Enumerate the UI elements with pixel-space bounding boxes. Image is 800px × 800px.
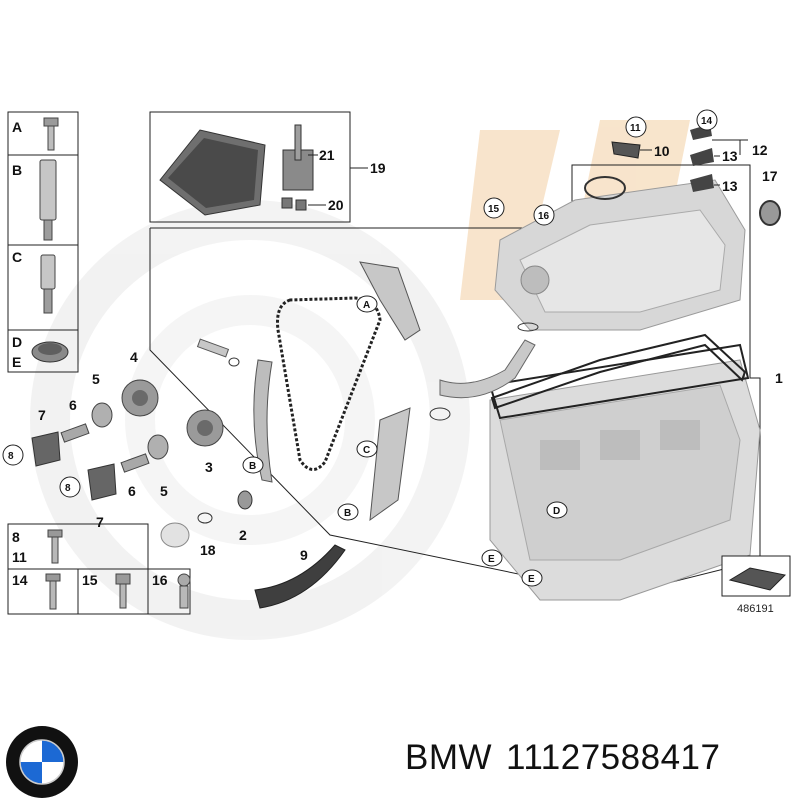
bracket-7a — [31, 431, 61, 467]
fastener-label-14: 14 — [12, 572, 28, 588]
brand-name: BMW — [405, 738, 493, 777]
part-label-2: 2 — [239, 527, 247, 543]
cylinder-head-cover — [494, 179, 746, 331]
stud-b-icon — [39, 159, 57, 241]
bolt-a-icon — [43, 117, 59, 151]
fastener-label-11: 11 — [12, 549, 27, 565]
seal-2 — [237, 490, 253, 510]
ball-stud-16-icon — [177, 573, 191, 609]
circled-15: 15 — [488, 204, 500, 215]
part-13a-icon — [690, 148, 714, 166]
tensioner-rail — [253, 359, 273, 483]
part-10-icon — [611, 141, 641, 159]
part-label-7a: 7 — [38, 407, 46, 423]
callout-c: C — [363, 445, 370, 456]
hose-upper — [439, 339, 536, 399]
legend-label-c: C — [12, 249, 22, 265]
callout-b2: B — [344, 508, 351, 519]
legend-column: A B C D E — [7, 111, 79, 373]
bolt-6b — [120, 453, 150, 473]
legend-label-a: A — [12, 119, 22, 135]
circled-14: 14 — [701, 116, 713, 127]
fastener-legend: 8 11 14 15 16 — [7, 523, 191, 615]
sensor-wheel-5a — [91, 402, 113, 428]
part-label-7b: 7 — [96, 514, 104, 530]
engine-block — [488, 343, 761, 601]
legend-label-b: B — [12, 162, 22, 178]
upper-guide — [359, 261, 421, 341]
part-13b-icon — [690, 174, 714, 192]
fastener-label-16: 16 — [152, 572, 168, 588]
bolt-6a — [60, 423, 90, 443]
part-label-6a: 6 — [69, 397, 77, 413]
circled-8b: 8 — [65, 483, 71, 494]
gasket-1 — [490, 333, 747, 410]
circled-11: 11 — [630, 123, 641, 134]
part-label-6b: 6 — [128, 483, 136, 499]
sensor-wheel-5b — [147, 434, 169, 460]
part-label-10: 10 — [654, 143, 670, 159]
tensioner-pin — [196, 338, 240, 367]
part-label-13a: 13 — [722, 148, 738, 164]
legend-label-d: D — [12, 334, 22, 350]
part-label-13b: 13 — [722, 178, 738, 194]
bracket-7b — [87, 463, 117, 501]
bmw-logo — [6, 726, 78, 798]
part-label-19: 19 — [370, 160, 386, 176]
part-labels: 1 2 3 4 5 5 6 6 7 7 9 10 12 13 13 17 18 — [38, 139, 783, 563]
screw-8-icon — [47, 529, 63, 564]
stud-c-icon — [40, 254, 56, 314]
oring-lower — [429, 407, 451, 421]
fastener-label-8: 8 — [12, 529, 20, 545]
part-label-12: 12 — [752, 142, 768, 158]
hose-9 — [254, 544, 346, 609]
tool-kit-box: 21 20 19 — [149, 111, 386, 223]
screw-15-icon — [115, 573, 131, 609]
part-label-5b: 5 — [160, 483, 168, 499]
part-label-4: 4 — [130, 349, 138, 365]
seal-17-icon — [759, 200, 781, 226]
callout-e2: E — [528, 574, 535, 585]
part-label-3: 3 — [205, 459, 213, 475]
letter-callouts: A B B C D E E — [242, 295, 568, 587]
oring-upper — [517, 322, 539, 332]
reference-box: 486191 — [721, 555, 791, 615]
part-label-20: 20 — [328, 197, 344, 213]
callout-b1: B — [249, 461, 256, 472]
part-label-21: 21 — [319, 147, 335, 163]
part-label-5a: 5 — [92, 371, 100, 387]
plug-18 — [160, 512, 213, 548]
part-caption: BMW 11127588417 — [405, 738, 795, 788]
part-label-17: 17 — [762, 168, 778, 184]
plug-de-icon — [31, 341, 69, 363]
screw-14-icon — [45, 573, 61, 610]
part-label-1: 1 — [775, 370, 783, 386]
callout-d: D — [553, 506, 560, 517]
circled-numbers: 8 8 11 14 15 16 — [2, 109, 718, 498]
part-label-9: 9 — [300, 547, 308, 563]
legend-label-e: E — [12, 354, 21, 370]
camshaft-adjuster-exhaust — [186, 409, 224, 447]
gasket-small-icon — [584, 176, 626, 200]
circled-16: 16 — [538, 211, 550, 222]
fastener-label-15: 15 — [82, 572, 98, 588]
circled-8a: 8 — [8, 451, 14, 462]
camshaft-adjuster-intake — [121, 379, 159, 417]
part-number: 11127588417 — [506, 738, 721, 777]
callout-e1: E — [488, 554, 495, 565]
reference-number: 486191 — [737, 603, 774, 615]
part-label-18: 18 — [200, 542, 216, 558]
callout-a: A — [363, 300, 370, 311]
guide-rail — [369, 407, 411, 522]
